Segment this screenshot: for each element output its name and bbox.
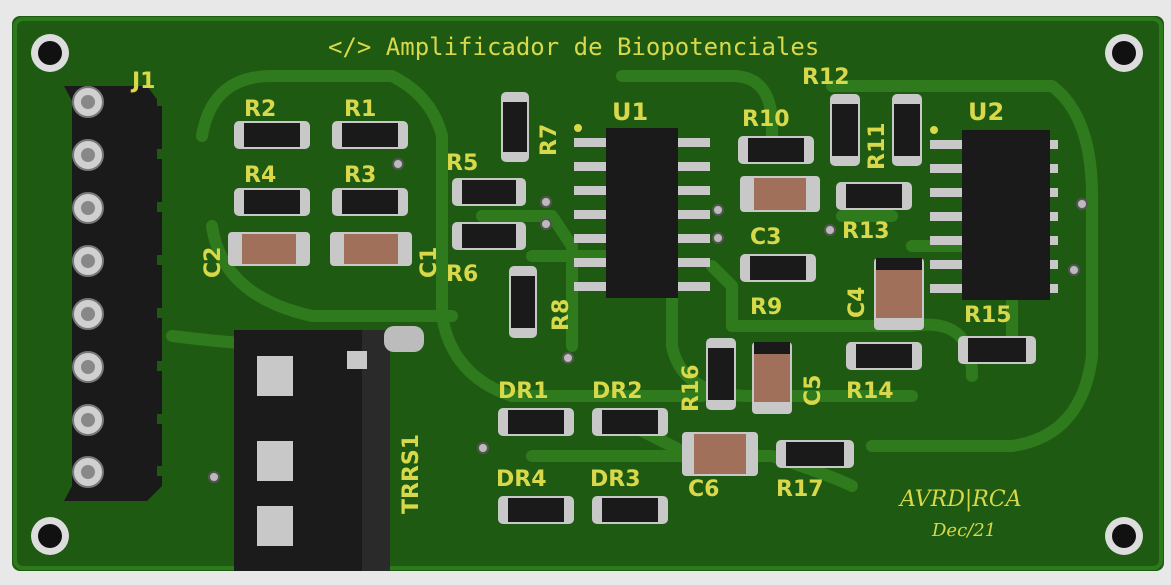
capacitor-c6 [682, 432, 758, 476]
label-c4: C4 [845, 287, 870, 318]
label-c2: C2 [201, 247, 226, 278]
label-c5: C5 [801, 375, 826, 406]
label-c6: C6 [688, 477, 719, 502]
resistor-dr1 [498, 408, 574, 436]
label-r10: R10 [742, 107, 790, 132]
resistor-r6 [452, 222, 526, 250]
resistor-r9 [740, 254, 816, 282]
resistor-r16 [706, 338, 736, 410]
resistor-r12 [830, 94, 860, 166]
resistor-dr3 [592, 496, 668, 524]
label-trrs1: TRRS1 [399, 434, 424, 514]
label-r6: R6 [446, 262, 478, 287]
label-r14: R14 [846, 379, 894, 404]
resistor-r11 [892, 94, 922, 166]
label-dr2: DR2 [592, 379, 643, 404]
resistor-r8 [509, 266, 537, 338]
label-r17: R17 [776, 477, 824, 502]
capacitor-c2 [228, 232, 310, 266]
label-r8: R8 [549, 299, 574, 331]
label-j1: J1 [130, 69, 156, 94]
ic-u2 [930, 130, 1058, 300]
label-r3: R3 [344, 163, 376, 188]
pin1-marker [930, 126, 938, 134]
connector-j1 [64, 86, 165, 501]
capacitor-c5 [752, 342, 792, 414]
label-c3: C3 [750, 225, 781, 250]
resistor-r17 [776, 440, 854, 468]
label-r9: R9 [750, 295, 782, 320]
resistor-r15 [958, 336, 1036, 364]
resistor-r7 [501, 92, 529, 162]
author-mark: AVRD|RCA [898, 487, 1022, 512]
label-r2: R2 [244, 97, 276, 122]
capacitor-c3 [740, 176, 820, 212]
resistor-r3 [332, 188, 408, 216]
label-r11: R11 [865, 122, 890, 170]
vias [208, 158, 1088, 483]
pcb-board: </> Amplificador de Biopotenciales J1 TR… [12, 16, 1164, 571]
label-dr4: DR4 [496, 467, 547, 492]
resistor-r5 [452, 178, 526, 206]
date-mark: Dec/21 [931, 520, 996, 541]
label-dr1: DR1 [498, 379, 549, 404]
capacitor-c1 [330, 232, 412, 266]
connector-trrs1 [234, 326, 424, 571]
resistor-r10 [738, 136, 814, 164]
label-r12: R12 [802, 65, 850, 90]
mounting-holes [31, 34, 1143, 555]
capacitor-c4 [874, 258, 924, 330]
resistor-r2 [234, 121, 310, 149]
resistor-dr4 [498, 496, 574, 524]
resistor-dr2 [592, 408, 668, 436]
label-r1: R1 [344, 97, 376, 122]
ic-u1 [574, 124, 710, 298]
label-u2: U2 [968, 98, 1004, 126]
resistor-r1 [332, 121, 408, 149]
label-r7: R7 [537, 124, 562, 156]
label-u1: U1 [612, 98, 648, 126]
pcb-border [13, 17, 1163, 570]
label-r13: R13 [842, 219, 890, 244]
board-title: </> Amplificador de Biopotenciales [328, 33, 819, 61]
label-r15: R15 [964, 303, 1012, 328]
label-r5: R5 [446, 151, 478, 176]
resistor-r14 [846, 342, 922, 370]
resistor-r4 [234, 188, 310, 216]
label-r16: R16 [679, 364, 704, 412]
resistor-r13 [836, 182, 912, 210]
label-c1: C1 [417, 247, 442, 278]
label-dr3: DR3 [590, 467, 641, 492]
label-r4: R4 [244, 163, 276, 188]
